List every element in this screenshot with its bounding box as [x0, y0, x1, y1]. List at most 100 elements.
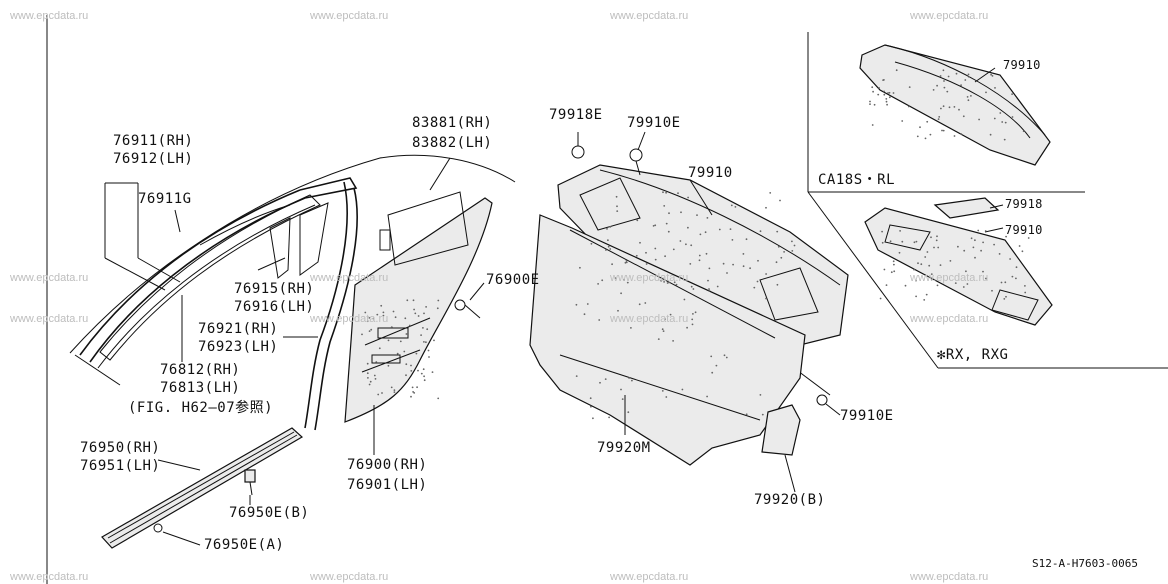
texture-dot: [761, 413, 764, 416]
texture-dot: [885, 284, 888, 286]
part-label-83882: 83882(LH): [412, 135, 493, 151]
texture-dot: [420, 334, 422, 336]
texture-dot: [915, 295, 917, 298]
texture-dot: [990, 73, 992, 76]
texture-dot: [387, 339, 390, 342]
texture-dot: [742, 253, 745, 255]
texture-dot: [404, 317, 407, 320]
texture-dot: [962, 286, 965, 288]
texture-dot: [707, 279, 709, 282]
texture-dot: [974, 256, 976, 259]
texture-dot: [993, 243, 995, 246]
texture-dot: [579, 266, 581, 269]
texture-dot: [939, 264, 942, 266]
texture-dot: [994, 87, 996, 89]
part-label-79920b: 79920(B): [754, 492, 826, 508]
texture-dot: [916, 135, 919, 138]
texture-dot: [775, 261, 778, 264]
part-label-79910-main: 79910: [688, 165, 733, 181]
texture-dot: [907, 105, 910, 108]
texture-dot: [928, 264, 931, 267]
panel-texture: [361, 69, 1030, 420]
texture-dot: [953, 106, 956, 108]
texture-dot: [399, 340, 402, 343]
texture-dot: [374, 378, 377, 380]
texture-dot: [942, 105, 945, 108]
texture-dot: [901, 240, 904, 243]
texture-dot: [711, 371, 714, 374]
watermark: www.epcdata.ru: [310, 272, 389, 284]
texture-dot: [411, 386, 414, 389]
part-label-79920m: 79920M: [597, 440, 651, 456]
texture-dot: [882, 79, 884, 81]
texture-dot: [630, 327, 632, 329]
texture-dot: [665, 191, 667, 194]
texture-dot: [661, 328, 664, 331]
texture-dot: [608, 416, 610, 419]
texture-dot: [924, 256, 927, 258]
texture-dot: [423, 312, 425, 315]
texture-dot: [949, 260, 952, 262]
texture-dot: [590, 405, 592, 408]
texture-dot: [607, 239, 609, 242]
texture-dot: [616, 205, 618, 208]
texture-dot: [936, 84, 938, 87]
texture-dot: [1004, 281, 1007, 284]
texture-dot: [422, 327, 424, 329]
texture-dot: [730, 204, 733, 207]
texture-dot: [1004, 121, 1007, 124]
texture-dot: [1015, 266, 1018, 269]
door-sash-76921: [304, 181, 358, 431]
watermark: www.epcdata.ru: [10, 272, 89, 284]
texture-dot: [437, 397, 440, 400]
texture-dot: [942, 129, 945, 132]
texture-dot: [382, 311, 385, 314]
texture-dot: [967, 99, 970, 102]
texture-dot: [381, 392, 383, 394]
finisher-79920b: [761, 404, 801, 456]
texture-dot: [366, 372, 369, 375]
leader-lines: [74, 67, 1004, 546]
part-label-79910e-low: 79910E: [840, 408, 894, 424]
texture-dot: [1015, 277, 1017, 280]
part-label-76950: 76950(RH): [80, 440, 161, 456]
texture-dot: [765, 297, 767, 300]
texture-dot: [680, 211, 682, 214]
texture-dot: [661, 390, 664, 392]
texture-dot: [960, 84, 962, 86]
texture-dot: [410, 395, 412, 398]
texture-dot: [368, 317, 371, 319]
texture-dot: [970, 95, 972, 97]
texture-dot: [667, 230, 670, 233]
texture-dot: [410, 370, 413, 372]
texture-dot: [668, 281, 670, 284]
texture-dot: [704, 231, 707, 234]
texture-dot: [687, 196, 689, 199]
texture-dot: [412, 299, 415, 302]
texture-dot: [883, 90, 885, 93]
texture-dot: [991, 75, 994, 77]
texture-dot: [417, 315, 420, 317]
texture-dot: [645, 263, 648, 265]
texture-dot: [708, 289, 711, 292]
texture-dot: [406, 299, 409, 302]
watermark: www.epcdata.ru: [10, 571, 89, 583]
texture-dot: [625, 261, 628, 264]
texture-dot: [879, 297, 882, 300]
texture-dot: [892, 260, 895, 263]
kicking-plate-76950: [101, 427, 304, 549]
texture-dot: [723, 354, 726, 357]
texture-dot: [396, 352, 399, 355]
texture-dot: [893, 270, 896, 273]
texture-dot: [672, 248, 675, 251]
texture-dot: [677, 192, 679, 195]
texture-dot: [652, 225, 655, 227]
texture-dot: [1021, 250, 1024, 253]
texture-dot: [708, 288, 710, 290]
texture-dot: [954, 282, 957, 284]
texture-dot: [623, 279, 625, 281]
texture-dot: [609, 248, 612, 250]
texture-dot: [883, 268, 886, 271]
texture-dot: [431, 371, 434, 373]
